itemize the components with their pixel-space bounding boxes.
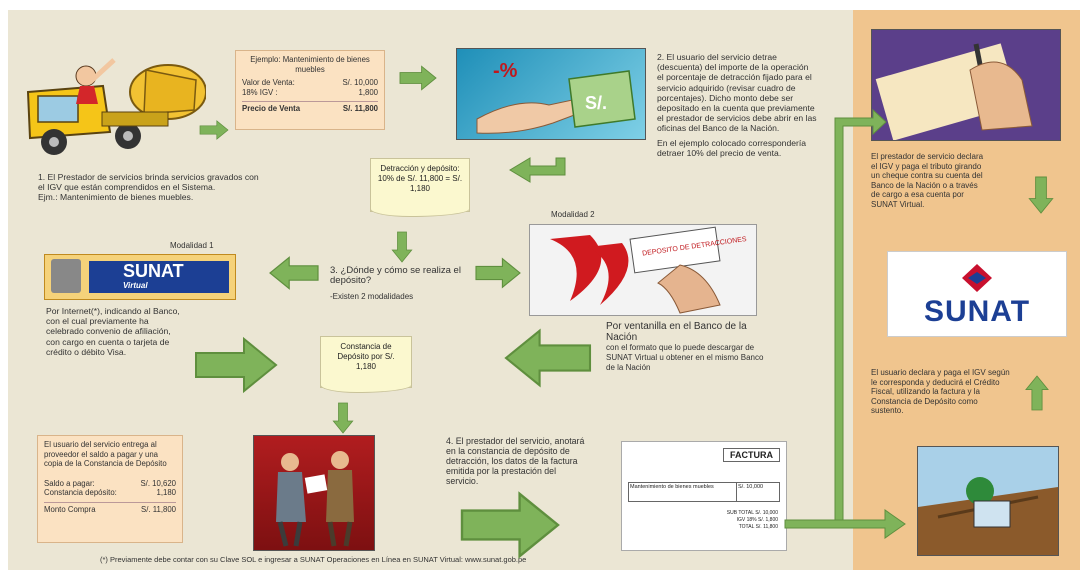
sunat-logo-box: SUNAT bbox=[887, 251, 1067, 337]
two-men-exchange-image bbox=[253, 435, 375, 551]
sale-value-label: Valor de Venta: bbox=[242, 78, 295, 87]
modalidad2-label: Modalidad 2 bbox=[551, 210, 595, 219]
constancia-text: Constancia de Depósito por S/. 1,180 bbox=[337, 342, 395, 371]
sunat-logo-text: SUNAT bbox=[923, 295, 1031, 328]
modalidad2-heading: Por ventanilla en el Banco de la Nación bbox=[606, 321, 747, 343]
deposit-label: Constancia depósito: bbox=[44, 488, 117, 497]
right-top-text: El prestador de servicio declara el IGV … bbox=[871, 152, 984, 209]
user-payment-text: El usuario del servicio entrega al prove… bbox=[44, 440, 167, 468]
right-bottom-text: El usuario declara y paga el IGV según l… bbox=[871, 368, 1010, 416]
step3-subtext: -Existen 2 modalidades bbox=[330, 292, 414, 301]
sale-value-row: Valor de Venta: S/. 10,000 bbox=[242, 78, 378, 88]
deposit-value: 1,180 bbox=[156, 488, 176, 497]
igv-row: 18% IGV : 1,800 bbox=[242, 88, 378, 98]
deposit-row: Constancia depósito: 1,180 bbox=[44, 488, 176, 498]
factura-igv: S/. 1,800 bbox=[757, 517, 778, 523]
person-using-computer-image bbox=[917, 446, 1059, 556]
step2-example: En el ejemplo colocado correspondería de… bbox=[657, 137, 807, 158]
discount-symbol: -% bbox=[493, 60, 518, 82]
sunat-virtual-banner[interactable]: SUNAT Virtual bbox=[44, 254, 236, 300]
step2-text: 2. El usuario del servicio detrae (descu… bbox=[657, 52, 817, 158]
step4-text: 4. El prestador del servicio, anotará en… bbox=[446, 436, 585, 486]
balance-value: S/. 10,620 bbox=[140, 478, 176, 488]
balance-row: Saldo a pagar: S/. 10,620 bbox=[44, 479, 176, 489]
factura-amount: S/. 10,000 bbox=[738, 484, 764, 490]
step1-example-note: Ejemplo: Mantenimiento de bienes muebles… bbox=[235, 50, 385, 130]
step1-caption: 1. El Prestador de servicios brinda serv… bbox=[38, 172, 260, 203]
truck-illustration bbox=[18, 52, 206, 160]
factura-document: FACTURA Mantenimiento de bienes muebles … bbox=[621, 441, 787, 551]
modalidad1-label: Modalidad 1 bbox=[170, 241, 214, 250]
step3-question-text: 3. ¿Dónde y cómo se realiza el depósito? bbox=[330, 265, 461, 286]
detraccion-note: Detracción y depósito: 10% de S/. 11,800… bbox=[370, 158, 470, 217]
sunat-logo-text: SUNAT bbox=[123, 261, 184, 281]
modalidad2-description: con el formato que lo puede descargar de… bbox=[606, 343, 764, 372]
example-title: Ejemplo: Mantenimiento de bienes muebles bbox=[250, 55, 370, 74]
computer-icon bbox=[51, 259, 81, 293]
sale-price-row: Precio de Venta S/. 11,800 bbox=[242, 101, 378, 114]
step3-question: 3. ¿Dónde y cómo se realiza el depósito?… bbox=[330, 266, 480, 302]
hand-signing-cheque-image bbox=[871, 29, 1061, 141]
factura-totals: SUB TOTAL S/. 10,000 IGV 18% S/. 1,800 T… bbox=[727, 510, 778, 531]
purchase-total-label: Monto Compra bbox=[44, 504, 96, 514]
factura-total: S/. 11,800 bbox=[755, 524, 778, 530]
factura-subtotal: S/. 10,000 bbox=[755, 510, 778, 516]
detraccion-note-text: Detracción y depósito: 10% de S/. 11,800… bbox=[377, 164, 463, 193]
sunat-virtual-logo: SUNAT Virtual bbox=[89, 261, 229, 293]
factura-total-label: TOTAL bbox=[738, 524, 755, 530]
step1-caption-text: 1. El Prestador de servicios brinda serv… bbox=[38, 172, 259, 193]
factura-item: Mantenimiento de bienes muebles bbox=[629, 483, 737, 501]
virtual-label: Virtual bbox=[123, 281, 148, 290]
factura-item-row: Mantenimiento de bienes muebles S/. 10,0… bbox=[628, 482, 780, 502]
footnote: (*) Previamente debe contar con su Clave… bbox=[100, 555, 527, 564]
purchase-total-value: S/. 11,800 bbox=[141, 504, 176, 514]
igv-label: 18% IGV : bbox=[242, 87, 278, 97]
factura-igv-label: IGV 18% bbox=[736, 517, 757, 523]
factura-subtotal-label: SUB TOTAL bbox=[726, 510, 754, 516]
modalidad1-text: Por Internet(*), indicando al Banco, con… bbox=[46, 306, 180, 357]
balance-label: Saldo a pagar: bbox=[44, 478, 95, 488]
bank-deposit-image: DEPOSITO DE DETRACCIONES bbox=[529, 224, 757, 316]
factura-title: FACTURA bbox=[723, 448, 780, 462]
sunat-emblem-icon bbox=[962, 264, 992, 292]
sale-value: S/. 10,000 bbox=[342, 78, 378, 87]
handshake-money-image: -% S/. bbox=[456, 48, 646, 140]
constancia-note: Constancia de Depósito por S/. 1,180 bbox=[320, 336, 412, 393]
step2-description: 2. El usuario del servicio detrae (descu… bbox=[657, 52, 817, 134]
sale-price-label: Precio de Venta bbox=[242, 104, 301, 113]
purchase-total-row: Monto Compra S/. 11,800 bbox=[44, 501, 176, 515]
igv-value: 1,800 bbox=[358, 87, 378, 97]
sale-price-value: S/. 11,800 bbox=[342, 104, 378, 113]
money-symbol: S/. bbox=[585, 93, 607, 113]
step1-caption-example: Ejm.: Mantenimiento de bienes muebles. bbox=[38, 192, 194, 203]
modalidad2-text: Por ventanilla en el Banco de la Nación … bbox=[606, 321, 766, 373]
user-payment-note: El usuario del servicio entrega al prove… bbox=[37, 435, 183, 543]
